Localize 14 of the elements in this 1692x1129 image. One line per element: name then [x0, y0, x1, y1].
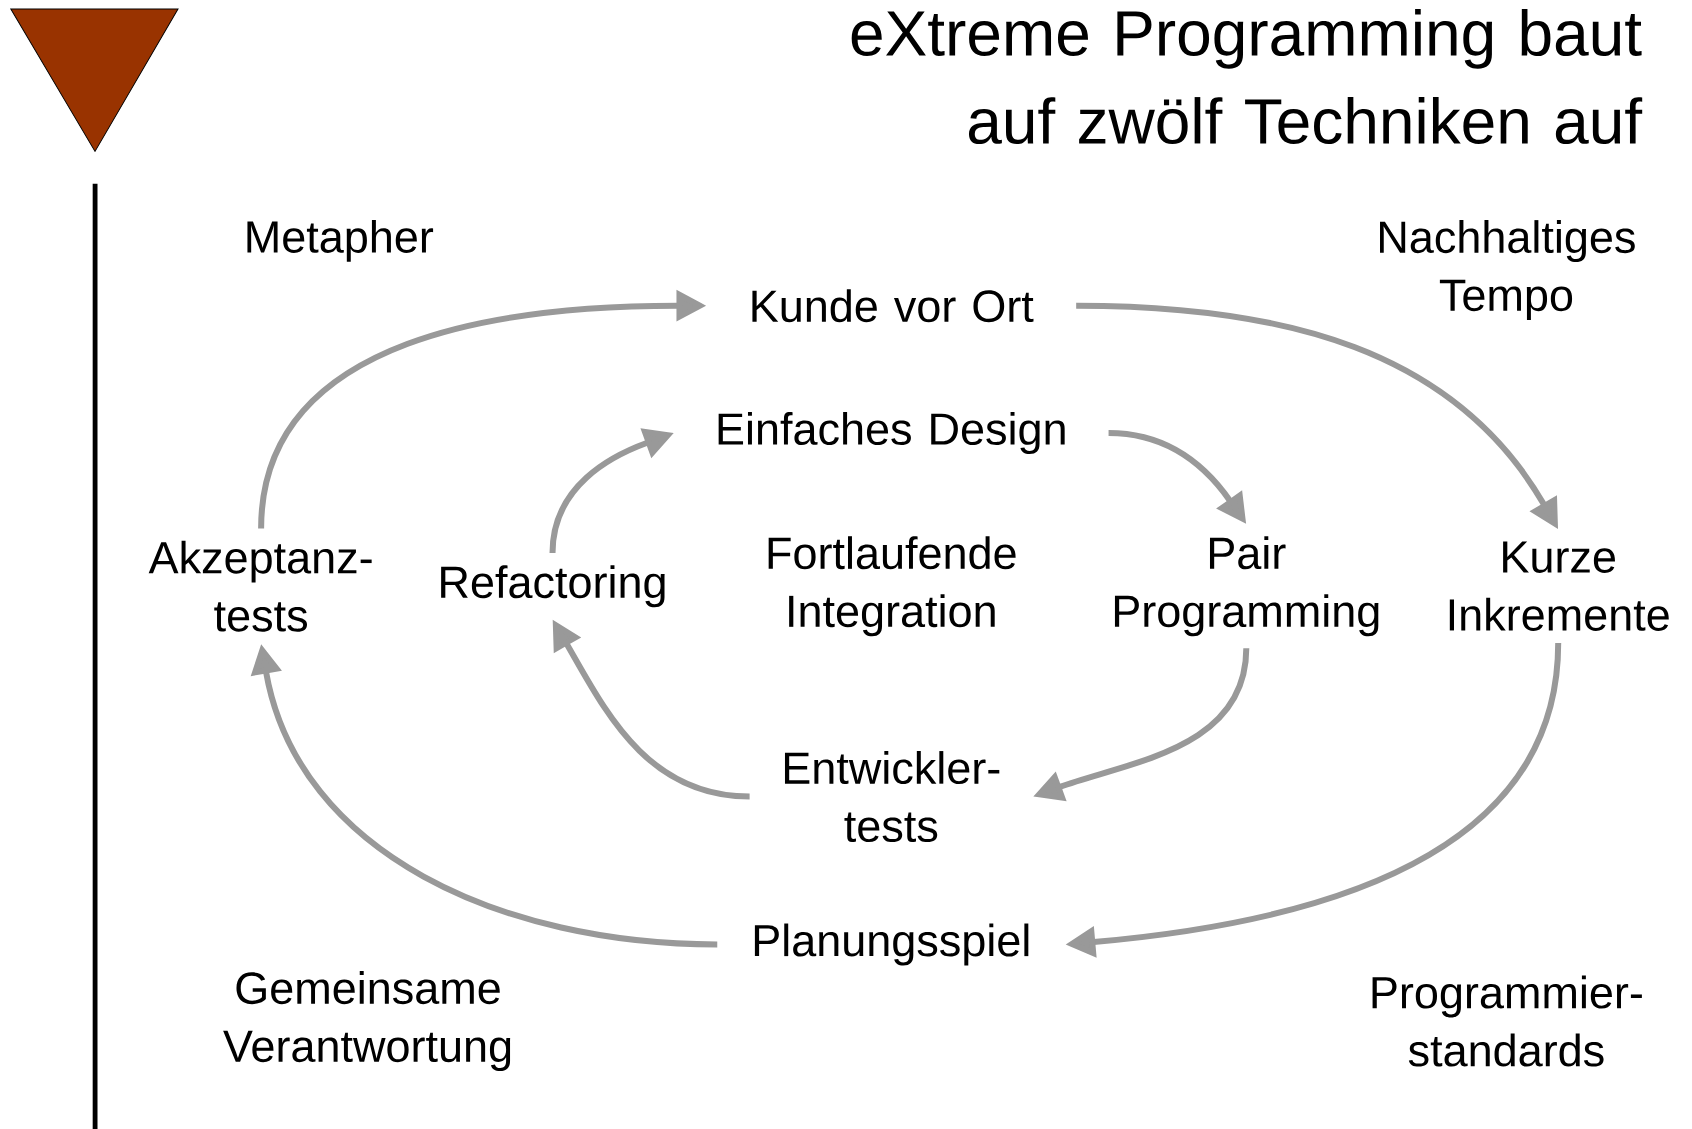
technique-label: Gemeinsame Verantwortung: [223, 971, 511, 1072]
technique-label: Kunde vor Ort: [752, 289, 1034, 323]
technique-label: Nachhaltiges Tempo: [1380, 220, 1635, 321]
technique-label: Planungsspiel: [754, 923, 1029, 966]
title: eXtreme Programming baut auf zwölf Techniken auf: [851, 9, 1643, 145]
technique-label: Kurze Inkremente: [1449, 541, 1669, 631]
technique-label: Akzeptanz- tests: [148, 540, 372, 632]
technique-label: Programmier- standards: [1372, 975, 1642, 1067]
technique-label: Einfaches Design: [718, 412, 1065, 454]
technique-label: Fortlaufende Integration: [768, 536, 1016, 637]
technique-label: Entwickler- tests: [785, 751, 1000, 843]
technique-label: Refactoring: [441, 565, 665, 608]
technique-label: Metapher: [247, 219, 434, 262]
technique-label: Pair Programming: [1114, 536, 1379, 637]
